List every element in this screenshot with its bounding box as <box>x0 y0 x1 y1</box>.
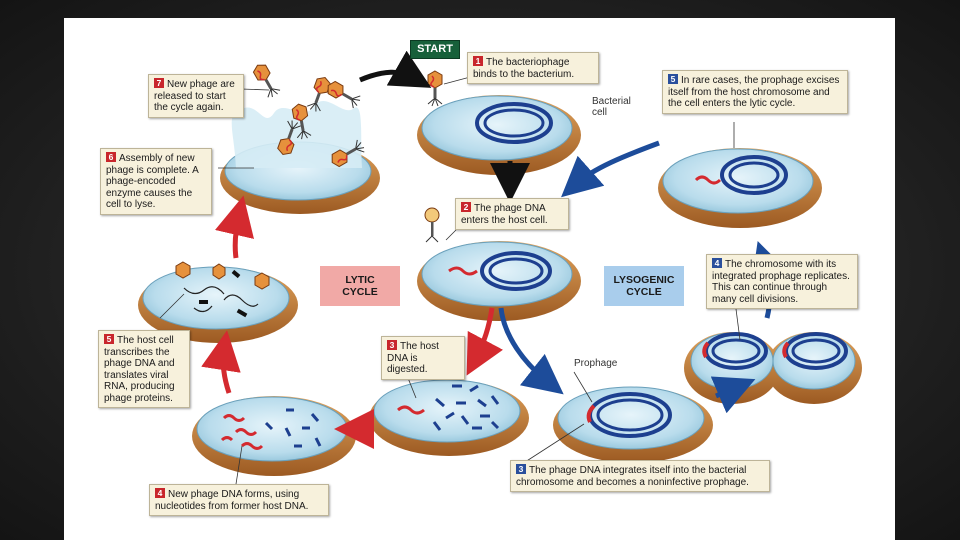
step-number: 5 <box>668 74 678 84</box>
step-text: The bacteriophage binds to the bacterium… <box>473 57 575 80</box>
lysogenic-cycle-label: LYSOGENIC CYCLE <box>604 266 684 306</box>
step-number: 3 <box>387 340 397 350</box>
start-badge: START <box>410 40 460 59</box>
step-text: The host DNA is digested. <box>387 341 439 375</box>
step-number: 6 <box>106 152 116 162</box>
diagram-slide: START LYTIC CYCLE LYSOGENIC CYCLE Bacter… <box>64 18 895 540</box>
step-text: Assembly of new phage is complete. A pha… <box>106 153 199 210</box>
lytic-cycle-label: LYTIC CYCLE <box>320 266 400 306</box>
cell-step-1 <box>417 70 581 175</box>
step-text: In rare cases, the prophage excises itse… <box>668 75 840 109</box>
step-number: 2 <box>461 202 471 212</box>
step-text: New phage DNA forms, using nucleotides f… <box>155 489 309 512</box>
step-number: 4 <box>712 258 722 268</box>
step-number: 1 <box>473 56 483 66</box>
step-number: 5 <box>104 334 114 344</box>
flow-arrows <box>201 50 790 449</box>
step-text: The chromosome with its integrated proph… <box>712 259 850 305</box>
step-text: The host cell transcribes the phage DNA … <box>104 335 175 404</box>
cell-lytic-4 <box>192 396 356 476</box>
prophage-label: Prophage <box>574 358 618 369</box>
step-number: 3 <box>516 464 526 474</box>
step-text: The phage DNA enters the host cell. <box>461 203 548 226</box>
cell-lytic-3 <box>369 379 529 456</box>
step-text: New phage are released to start the cycl… <box>154 79 235 113</box>
cell-lysogenic-4 <box>684 332 862 404</box>
step-text: The phage DNA integrates itself into the… <box>516 465 749 488</box>
cell-lytic-6 <box>220 60 380 214</box>
diagram-artwork <box>138 50 862 485</box>
step-number: 4 <box>155 488 165 498</box>
cell-lysogenic-5 <box>658 148 822 228</box>
bacterial-cell-label: Bacterial cell <box>592 96 631 118</box>
step-number: 7 <box>154 78 164 88</box>
cell-lytic-5 <box>138 261 298 343</box>
cell-step-2 <box>417 207 581 321</box>
cell-lysogenic-3 <box>553 371 713 463</box>
